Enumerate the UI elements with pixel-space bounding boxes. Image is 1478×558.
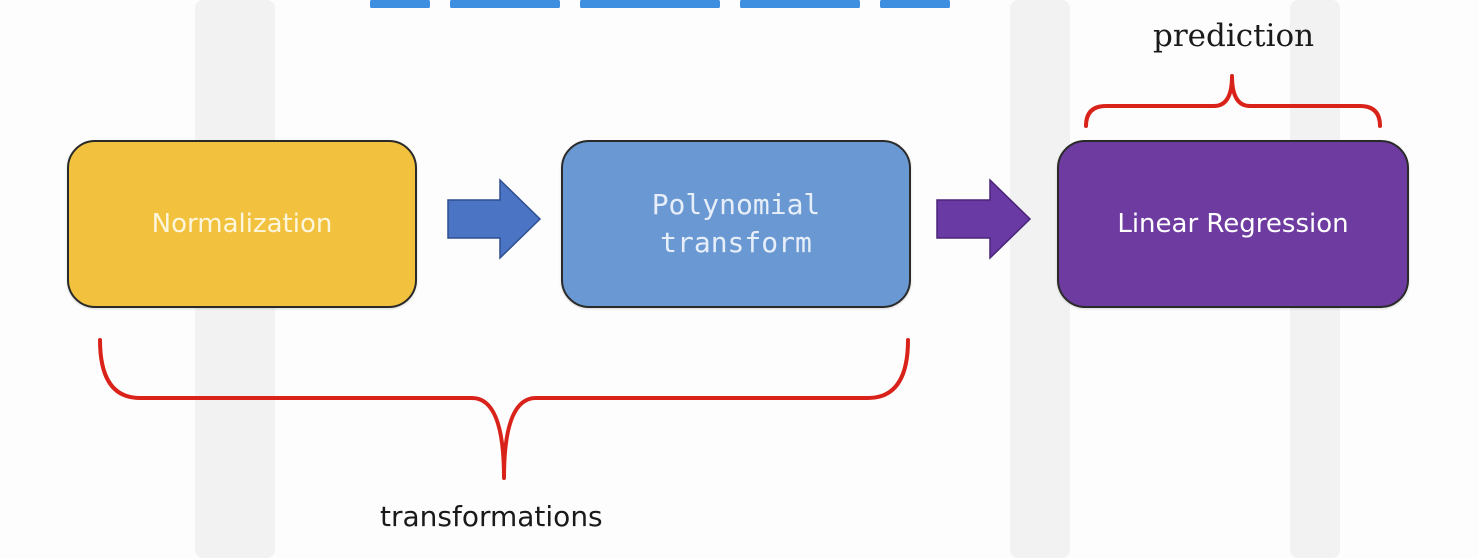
polynomial-transform-box: Polynomial transform [561, 140, 911, 308]
normalization-label: Normalization [151, 209, 333, 239]
linear-regression-label: Linear Regression [1117, 209, 1349, 239]
prediction-label: prediction [1153, 18, 1315, 54]
transformations-bracket [98, 338, 910, 480]
prediction-bracket [1084, 74, 1382, 128]
clipped-title-decoration [360, 0, 980, 8]
polynomial-transform-label: Polynomial transform [651, 188, 821, 259]
linear-regression-box: Linear Regression [1057, 140, 1409, 308]
normalization-box: Normalization [67, 140, 417, 308]
arrow-normalization-to-polynomial [447, 178, 542, 260]
transformations-label: transformations [380, 500, 603, 533]
arrow-polynomial-to-linear [936, 178, 1032, 260]
